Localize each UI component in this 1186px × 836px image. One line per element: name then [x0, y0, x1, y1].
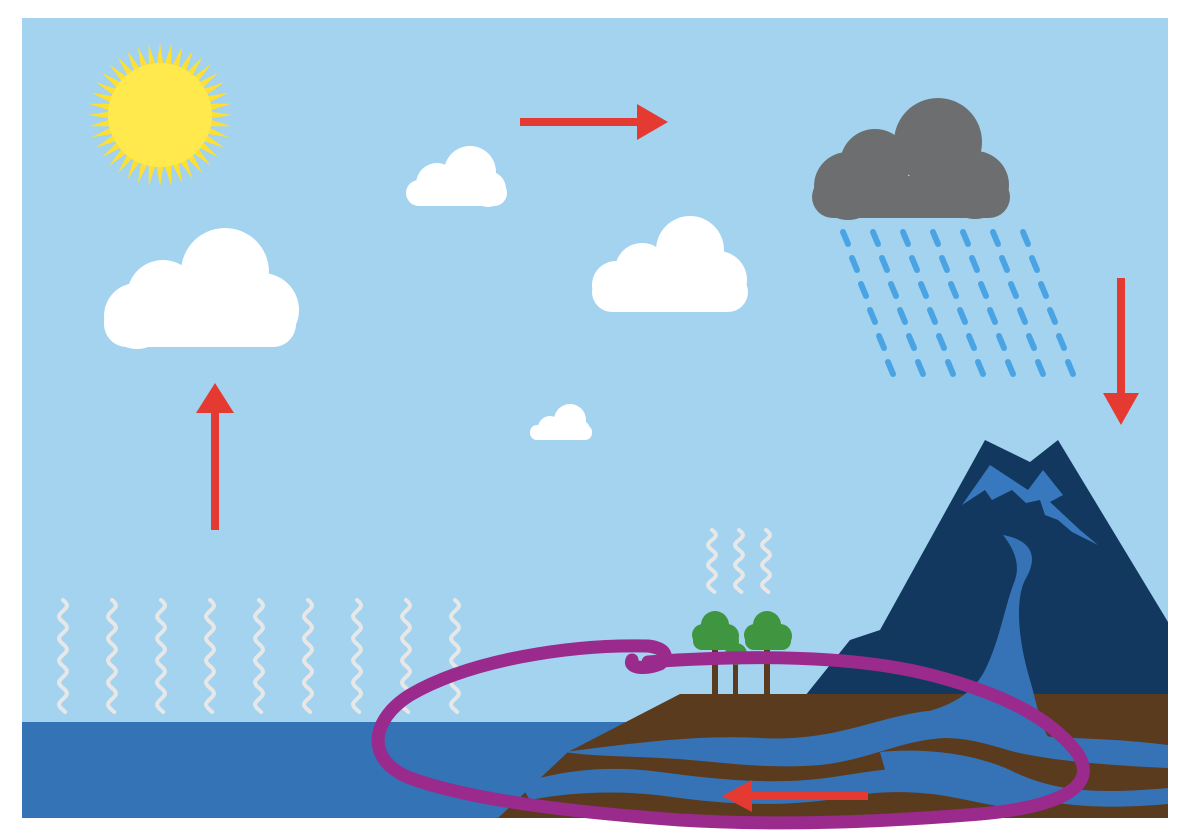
raindrop-icon [945, 359, 956, 377]
raindrop-icon [900, 229, 911, 247]
raindrop-icon [1047, 307, 1058, 325]
raindrop-icon [858, 281, 869, 299]
mountain-icon [805, 440, 1168, 696]
raindrop-icon [1020, 229, 1031, 247]
evaporation-arrow [196, 383, 234, 530]
raindrop-icon [906, 333, 917, 351]
condensation-arrow [520, 104, 668, 140]
groundwater-flow-arrow [722, 780, 868, 812]
tree-icon [744, 611, 792, 694]
raindrop-icon [936, 333, 947, 351]
raindrop-icon [909, 255, 920, 273]
raindrop-icon [1026, 333, 1037, 351]
raindrop-icon [939, 255, 950, 273]
raindrop-icon [1005, 359, 1016, 377]
raindrop-icon [888, 281, 899, 299]
vapor-icon [706, 528, 772, 594]
raindrop-icon [930, 229, 941, 247]
raindrop-icon [879, 255, 890, 273]
cloud-icon [530, 404, 592, 440]
rain-cloud-icon [812, 98, 1010, 220]
raindrop-icon [978, 281, 989, 299]
raindrop-icon [915, 359, 926, 377]
vapor-line [203, 598, 217, 714]
cloud-icon [406, 146, 507, 207]
raindrop-icon [1029, 255, 1040, 273]
vapor-line [733, 528, 745, 594]
raindrop-icon [957, 307, 968, 325]
raindrop-icon [927, 307, 938, 325]
raindrop-icon [1056, 333, 1067, 351]
vapor-line [301, 598, 315, 714]
raindrop-icon [1017, 307, 1028, 325]
raindrop-icon [999, 255, 1010, 273]
raindrop-icon [987, 307, 998, 325]
precipitation-arrow [1103, 278, 1139, 425]
raindrop-icon [897, 307, 908, 325]
vapor-line [154, 598, 168, 714]
raindrop-icon [948, 281, 959, 299]
river [925, 535, 1050, 740]
annotation-loop [371, 639, 1090, 830]
vapor-line [56, 598, 70, 714]
raindrop-icon [1035, 359, 1046, 377]
raindrop-icon [885, 359, 896, 377]
raindrop-icon [996, 333, 1007, 351]
raindrop-icon [975, 359, 986, 377]
vapor-line [350, 598, 364, 714]
raindrop-icon [876, 333, 887, 351]
raindrop-icon [960, 229, 971, 247]
raindrop-icon [1008, 281, 1019, 299]
vapor-line [760, 528, 772, 594]
raindrop-icon [870, 229, 881, 247]
rain [840, 229, 1076, 377]
groundwater [520, 710, 1168, 812]
vapor-line [105, 598, 119, 714]
raindrop-icon [867, 307, 878, 325]
vapor-line [706, 528, 718, 594]
vapor-icon [56, 598, 462, 714]
raindrop-icon [966, 333, 977, 351]
raindrop-icon [1065, 359, 1076, 377]
vapor-line [448, 598, 462, 714]
tree-icon [692, 611, 739, 694]
sun-icon [88, 43, 232, 187]
raindrop-icon [969, 255, 980, 273]
vapor-line [252, 598, 266, 714]
raindrop-icon [840, 229, 851, 247]
raindrop-icon [918, 281, 929, 299]
raindrop-icon [849, 255, 860, 273]
raindrop-icon [990, 229, 1001, 247]
raindrop-icon [1038, 281, 1049, 299]
cloud-icon [592, 216, 748, 312]
cloud-icon [104, 228, 299, 349]
